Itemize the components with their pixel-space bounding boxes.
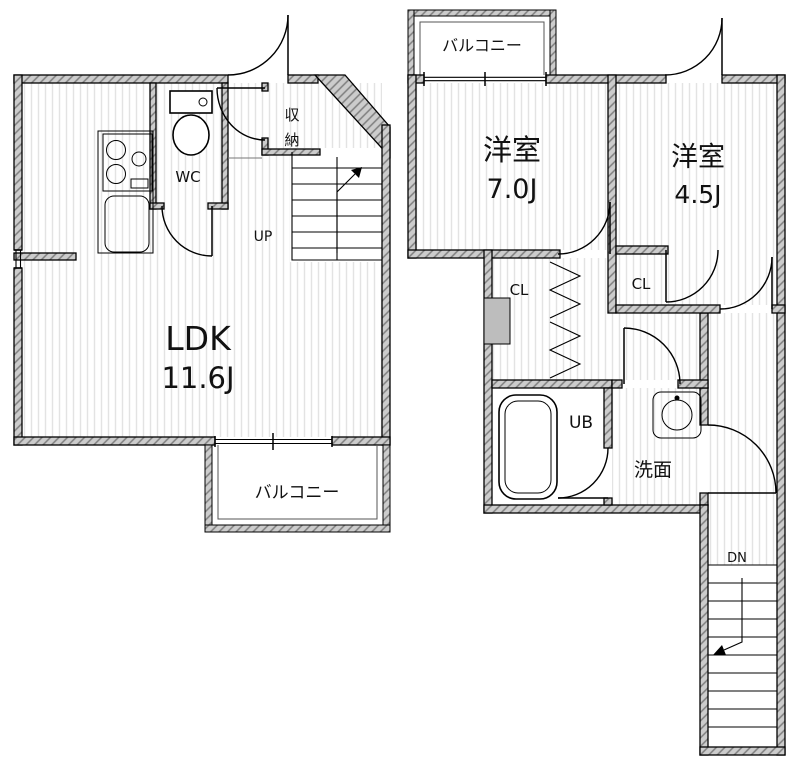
corridor-door (707, 424, 777, 494)
bedroom-a-label: 洋室 (483, 133, 541, 167)
floor2-balcony (407, 9, 557, 76)
pipe-space (483, 297, 511, 345)
floor1-balcony (204, 444, 391, 533)
bedroom-b-label: 洋室 (671, 142, 725, 173)
ldk-size-label: 11.6J (161, 361, 234, 395)
ldk-label: LDK (165, 319, 232, 358)
bedroom-b-window-door (664, 17, 723, 76)
ldk-window (214, 433, 333, 450)
bath-door (557, 447, 609, 499)
closet-b-door (665, 249, 719, 303)
balcony1-label: バルコニー (255, 483, 340, 503)
balcony-rail (217, 445, 378, 520)
closet-a-bifold-doors (548, 261, 582, 379)
bath-label: UB (569, 413, 593, 433)
storage-door (216, 87, 266, 141)
up-label: UP (254, 229, 273, 245)
entrance-door (227, 14, 289, 76)
floor2-unit: 洋室 7.0J 洋室 4.5J CL CL UB 洗面 DN バルコニー (407, 9, 786, 756)
down-arrow (723, 578, 743, 651)
floor2-doors (548, 17, 777, 499)
kitchen-sink-icon (104, 195, 150, 253)
storage-label-char2: 納 (284, 131, 299, 149)
floor2-walls (407, 74, 786, 756)
toilet-icon (169, 90, 213, 156)
washroom-door (623, 327, 681, 385)
bedroom-a-window (423, 72, 547, 86)
bedroom-a-door (557, 201, 611, 255)
bedroom-b-size-label: 4.5J (674, 180, 721, 209)
stove-icon (102, 133, 153, 192)
bedroom-a-size-label: 7.0J (487, 174, 538, 205)
wc-door (161, 205, 213, 257)
floor1-windows (14, 249, 333, 450)
floor1-doors (161, 14, 289, 257)
washbasin-icon (652, 391, 702, 439)
bathtub-icon (498, 394, 558, 500)
floor1-unit: LDK 11.6J WC 収 納 UP バルコニー (13, 14, 391, 533)
up-arrowhead (351, 167, 362, 178)
down-arrowhead (713, 645, 726, 655)
storage-label-char1: 収 (284, 106, 299, 124)
kitchen-window (14, 249, 22, 269)
stairs-up (291, 152, 382, 261)
closet-b-label: CL (632, 275, 651, 293)
floor1-walls (13, 74, 391, 446)
balcony2-rail (419, 21, 545, 75)
dn-label: DN (727, 551, 747, 566)
wc-label: WC (175, 168, 200, 186)
kitchen-counter (97, 130, 154, 254)
stairs-down (708, 564, 777, 728)
bedroom-b-door (719, 256, 773, 310)
washroom-label: 洗面 (634, 459, 672, 481)
closet-a-label: CL (510, 281, 529, 299)
up-arrow (336, 173, 356, 253)
balcony2-label: バルコニー (442, 36, 522, 55)
